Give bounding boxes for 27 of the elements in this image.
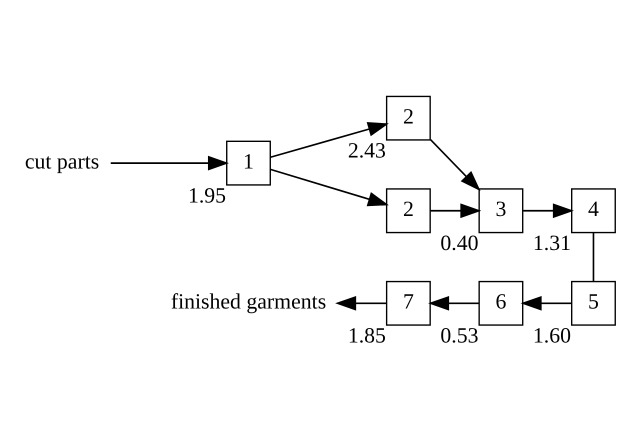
node-box: 7 [386, 280, 431, 326]
node-label: 1.31 [532, 230, 572, 255]
node-box: 6 [478, 280, 524, 326]
node-box: 5 [571, 280, 616, 326]
arrow [523, 203, 574, 218]
node-box: 3 [478, 188, 524, 234]
node-text: finished garments [170, 289, 326, 314]
node-box: 2 [386, 96, 431, 141]
arrow [270, 122, 389, 158]
node-box: 4 [571, 188, 616, 234]
arrow [430, 203, 482, 218]
arrow [430, 139, 481, 192]
arrow [270, 168, 389, 206]
arrow [110, 156, 229, 170]
arrow [428, 296, 479, 311]
connector [592, 232, 594, 282]
arrow [335, 296, 386, 311]
node-label: 1.95 [188, 183, 226, 208]
node-text: cut parts [24, 149, 100, 174]
node-label: 0.40 [440, 230, 478, 255]
node-label: 0.53 [440, 323, 478, 348]
node-box: 2 [386, 188, 431, 234]
node-label: 2.43 [348, 138, 386, 162]
node-box: 1 [226, 140, 271, 186]
node-label: 1.60 [532, 323, 572, 348]
arrow [520, 296, 572, 311]
node-label: 1.85 [348, 323, 386, 348]
